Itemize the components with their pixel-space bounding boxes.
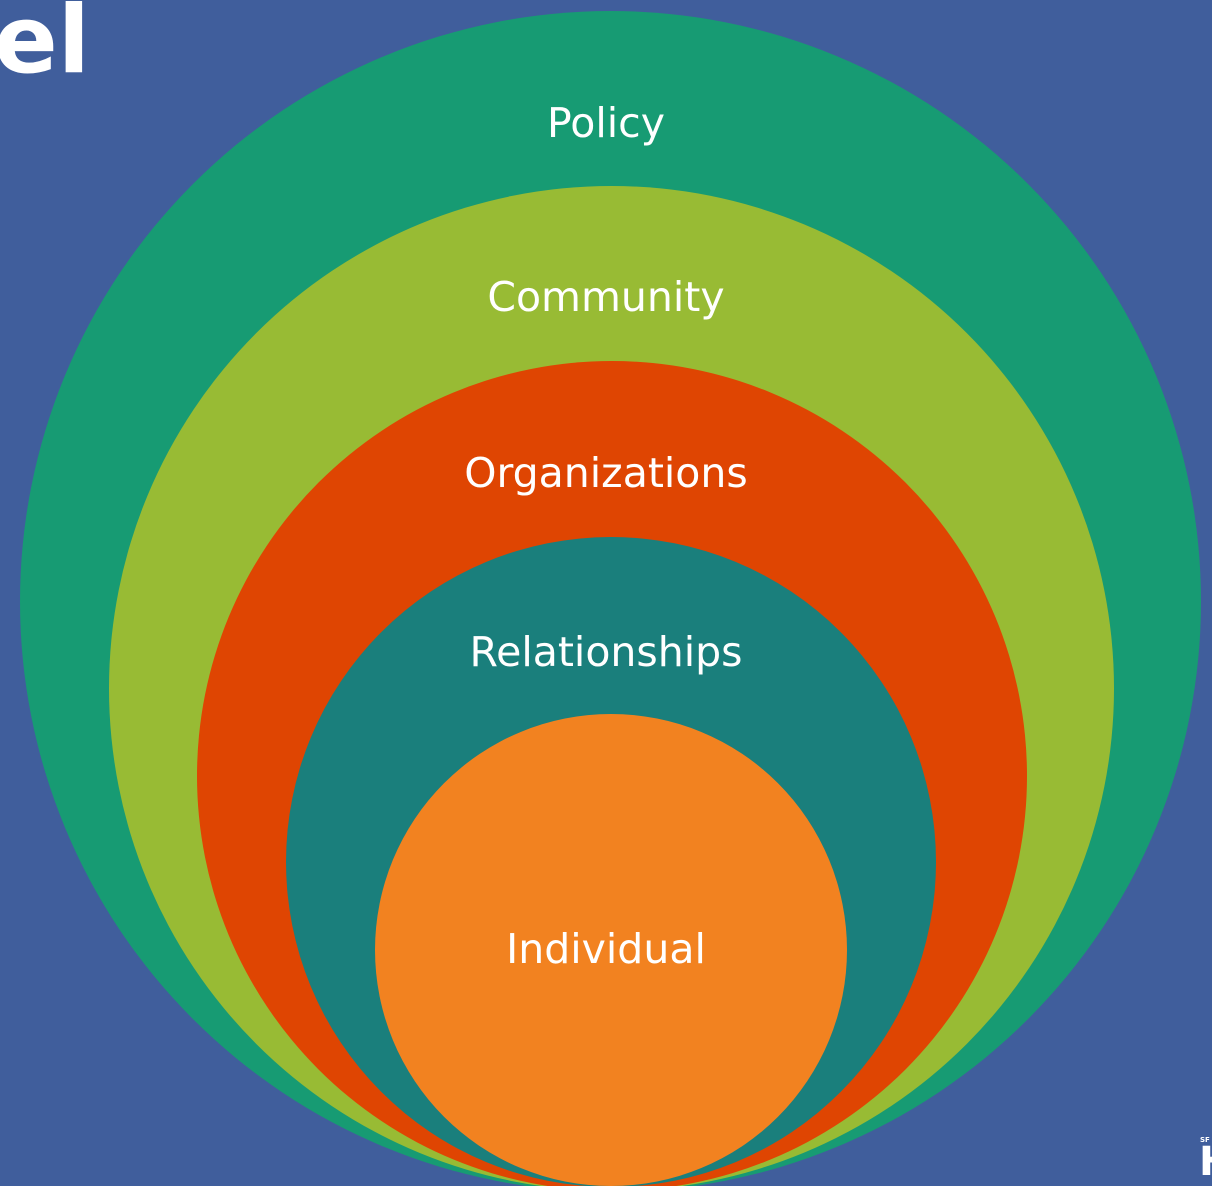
individual-label: Individual	[506, 925, 706, 973]
individual-circle	[375, 714, 847, 1186]
relationships-label: Relationships	[469, 628, 743, 676]
logo: SF H	[1196, 1136, 1212, 1186]
slide-title-fragment: el	[0, 0, 90, 95]
community-label: Community	[487, 273, 725, 321]
logo-small-text: SF	[1200, 1136, 1210, 1144]
organizations-label: Organizations	[464, 449, 748, 497]
policy-label: Policy	[547, 99, 665, 147]
logo-big-text: H	[1199, 1140, 1212, 1184]
